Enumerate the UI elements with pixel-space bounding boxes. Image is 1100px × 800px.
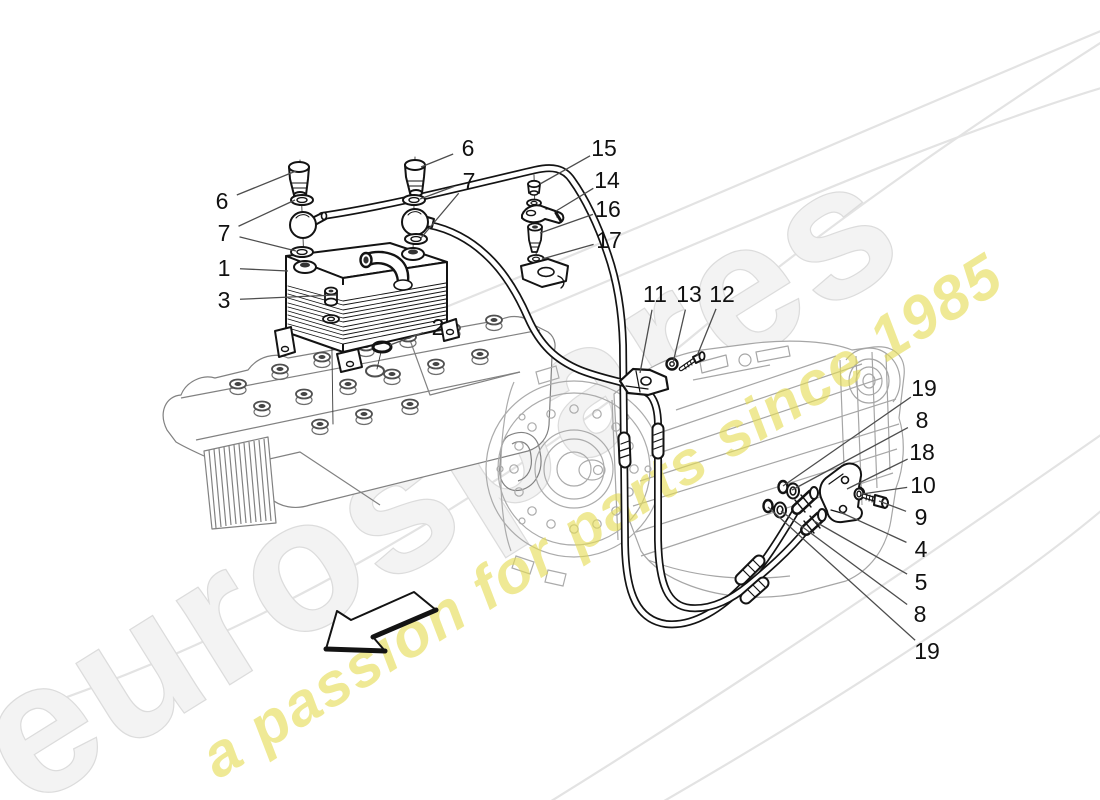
leader-line (780, 510, 908, 605)
leader-line (389, 332, 424, 346)
part-label: 12 (709, 281, 735, 307)
leader-line (236, 170, 297, 196)
leader-line (239, 236, 297, 252)
spacer-16 (527, 222, 543, 253)
part-label: 6 (462, 135, 475, 161)
p-clip-14 (521, 204, 565, 224)
leader-line (419, 185, 455, 200)
leader-line (639, 309, 653, 374)
ball-fitting-right (401, 208, 435, 236)
cooler-bolt-3 (322, 286, 340, 324)
leader-line (420, 192, 460, 239)
part-label: 19 (911, 375, 937, 401)
leader-line (539, 213, 594, 234)
hose-ferrules (617, 422, 770, 605)
part-label: 8 (916, 407, 929, 433)
leader-line (878, 500, 907, 512)
part-label: 1 (218, 255, 231, 281)
union-fittings (791, 486, 827, 536)
part-label: 14 (594, 167, 620, 193)
leader-line (767, 506, 916, 641)
leader-line (672, 309, 687, 364)
clutch-drawing (485, 365, 663, 587)
part-label: 19 (914, 638, 940, 664)
part-label: 13 (676, 281, 702, 307)
leader-line (555, 187, 594, 212)
part-label: 3 (218, 287, 231, 313)
leader-line (791, 427, 909, 491)
leader-line (420, 153, 454, 168)
part-label: 7 (463, 168, 476, 194)
leader-line (782, 396, 912, 487)
part-label: 17 (596, 227, 622, 253)
clamp-stack (520, 179, 569, 289)
leader-line (839, 511, 907, 543)
part-label: 8 (914, 601, 927, 627)
leader-line (813, 520, 908, 575)
banjo-bolt-left (288, 161, 310, 199)
part-label: 2 (432, 314, 445, 340)
leader-line (846, 458, 908, 490)
leader-line (539, 155, 591, 185)
o-ring-2 (371, 340, 393, 354)
part-label: 5 (915, 569, 928, 595)
pipe-tab-bracket (520, 258, 569, 289)
bracket-bolt (861, 493, 889, 509)
part-label: 16 (595, 196, 621, 222)
part-label: 6 (216, 188, 229, 214)
part-label: 9 (915, 504, 928, 530)
clamp-bolt-15 (527, 179, 541, 196)
part-label: 18 (909, 439, 935, 465)
part-label: 15 (591, 135, 617, 161)
pipe-clamp-11 (618, 367, 670, 397)
part-label: 10 (910, 472, 936, 498)
banjo-bolt-right (404, 159, 426, 197)
part-label: 11 (643, 281, 667, 307)
ball-fitting-left (289, 211, 328, 239)
pipe-bracket (818, 462, 866, 524)
part-label: 7 (218, 220, 231, 246)
leader-line (239, 294, 337, 300)
leader-line (239, 268, 289, 272)
part-label: 4 (915, 536, 928, 562)
leader-line (541, 243, 594, 260)
engine-cover-drawing (162, 314, 556, 530)
foreground-parts (274, 156, 889, 654)
leader-line (238, 199, 296, 227)
leader-line (696, 308, 717, 357)
cooler-fasteners (288, 159, 435, 258)
clamp-ring-13 (665, 357, 679, 371)
oil-cooler (274, 242, 460, 373)
leader-line (861, 486, 908, 495)
direction-arrow-icon (323, 591, 439, 654)
